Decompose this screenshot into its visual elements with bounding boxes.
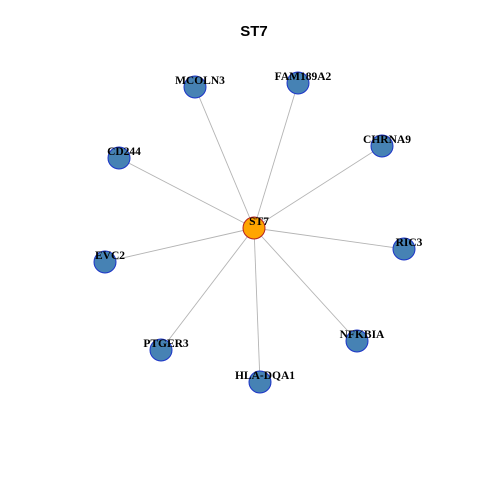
node-ric3 bbox=[392, 237, 416, 261]
node-mcoln3 bbox=[183, 75, 207, 99]
edge-st7-chrna9 bbox=[253, 145, 383, 229]
edge-st7-nfkbia bbox=[253, 227, 358, 342]
edge-st7-evc2 bbox=[104, 227, 255, 263]
node-label-mcoln3: MCOLN3 bbox=[175, 75, 225, 87]
edge-st7-ptger3 bbox=[160, 227, 255, 351]
node-label-hla-dqa1: HLA-DQA1 bbox=[235, 370, 295, 382]
edge-st7-ric3 bbox=[253, 227, 405, 250]
node-label-center-st7: ST7 bbox=[249, 216, 269, 228]
node-label-ric3: RIC3 bbox=[396, 237, 423, 249]
graph-title: ST7 bbox=[240, 23, 268, 40]
node-layer bbox=[93, 71, 416, 394]
node-cd244 bbox=[107, 146, 131, 170]
node-label-chrna9: CHRNA9 bbox=[363, 134, 411, 146]
node-center-st7 bbox=[242, 216, 266, 240]
node-label-cd244: CD244 bbox=[107, 146, 141, 158]
node-label-evc2: EVC2 bbox=[95, 250, 125, 262]
edge-st7-fam189a2 bbox=[253, 82, 299, 229]
node-evc2 bbox=[93, 250, 117, 274]
edge-st7-hla-dqa1 bbox=[253, 227, 261, 383]
node-hla-dqa1 bbox=[248, 370, 272, 394]
edge-st7-mcoln3 bbox=[194, 86, 255, 229]
node-label-fam189a2: FAM189A2 bbox=[275, 71, 332, 83]
node-label-nfkbia: NFKBIA bbox=[340, 329, 385, 341]
node-label-ptger3: PTGER3 bbox=[143, 338, 189, 350]
node-chrna9 bbox=[370, 134, 394, 158]
edge-st7-cd244 bbox=[118, 157, 255, 229]
edge-layer bbox=[104, 82, 405, 383]
node-fam189a2 bbox=[286, 71, 310, 95]
node-ptger3 bbox=[149, 338, 173, 362]
node-nfkbia bbox=[345, 329, 369, 353]
